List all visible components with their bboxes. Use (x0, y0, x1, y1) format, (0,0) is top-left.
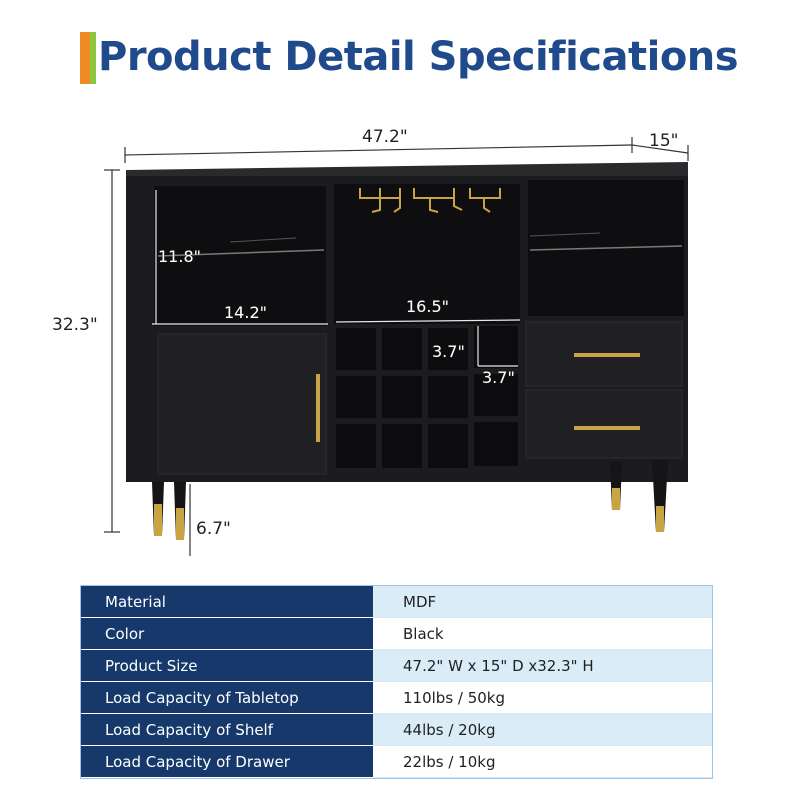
table-row: Material MDF (81, 586, 712, 618)
left-shelf-width-label: 14.2" (224, 303, 267, 322)
spec-key: Product Size (81, 650, 373, 682)
leg-height-label: 6.7" (196, 519, 231, 539)
spec-key: Load Capacity of Drawer (81, 746, 373, 778)
height-dimension-line (104, 169, 120, 533)
spec-table: Material MDF Color Black Product Size 47… (80, 585, 713, 779)
spec-value: Black (373, 618, 712, 650)
product-diagram: 47.2" 15" 32.3" (52, 127, 689, 556)
left-shelf-compartment (154, 186, 326, 326)
header: Product Detail Specifications (0, 28, 800, 98)
cabinet-legs (152, 460, 668, 540)
page-title: Product Detail Specifications (98, 34, 739, 80)
title-accent-orange (80, 32, 90, 84)
spec-key: Material (81, 586, 373, 618)
bottom-drawer-handle (574, 426, 640, 430)
cabinet-door (157, 333, 327, 475)
cube-height-label: 3.7" (432, 342, 465, 361)
spec-value: 22lbs / 10kg (373, 746, 712, 778)
spec-value: 110lbs / 50kg (373, 682, 712, 714)
shelf-height-label: 11.8" (158, 247, 201, 266)
top-drawer-handle (574, 353, 640, 357)
spec-key: Color (81, 618, 373, 650)
width-dimension-line (124, 137, 689, 163)
spec-key: Load Capacity of Shelf (81, 714, 373, 746)
spec-value: MDF (373, 586, 712, 618)
middle-compartment (334, 184, 520, 324)
table-row: Load Capacity of Drawer 22lbs / 10kg (81, 746, 712, 778)
middle-width-label: 16.5" (406, 297, 449, 316)
spec-value: 47.2" W x 15" D x32.3" H (373, 650, 712, 682)
inner-dimension-lines (152, 190, 521, 367)
bottom-drawer (525, 389, 683, 459)
table-row: Product Size 47.2" W x 15" D x32.3" H (81, 650, 712, 682)
cube-width-label: 3.7" (482, 368, 515, 387)
spec-value: 44lbs / 20kg (373, 714, 712, 746)
spec-key: Load Capacity of Tabletop (81, 682, 373, 714)
title-accent-green (90, 32, 96, 84)
table-row: Color Black (81, 618, 712, 650)
table-row: Load Capacity of Tabletop 110lbs / 50kg (81, 682, 712, 714)
depth-label: 15" (649, 131, 678, 151)
table-row: Load Capacity of Shelf 44lbs / 20kg (81, 714, 712, 746)
wine-cube-grid (336, 326, 518, 468)
width-label: 47.2" (362, 127, 408, 147)
door-handle (316, 374, 320, 442)
glass-hanger-rack (359, 188, 501, 213)
height-label: 32.3" (52, 315, 98, 335)
